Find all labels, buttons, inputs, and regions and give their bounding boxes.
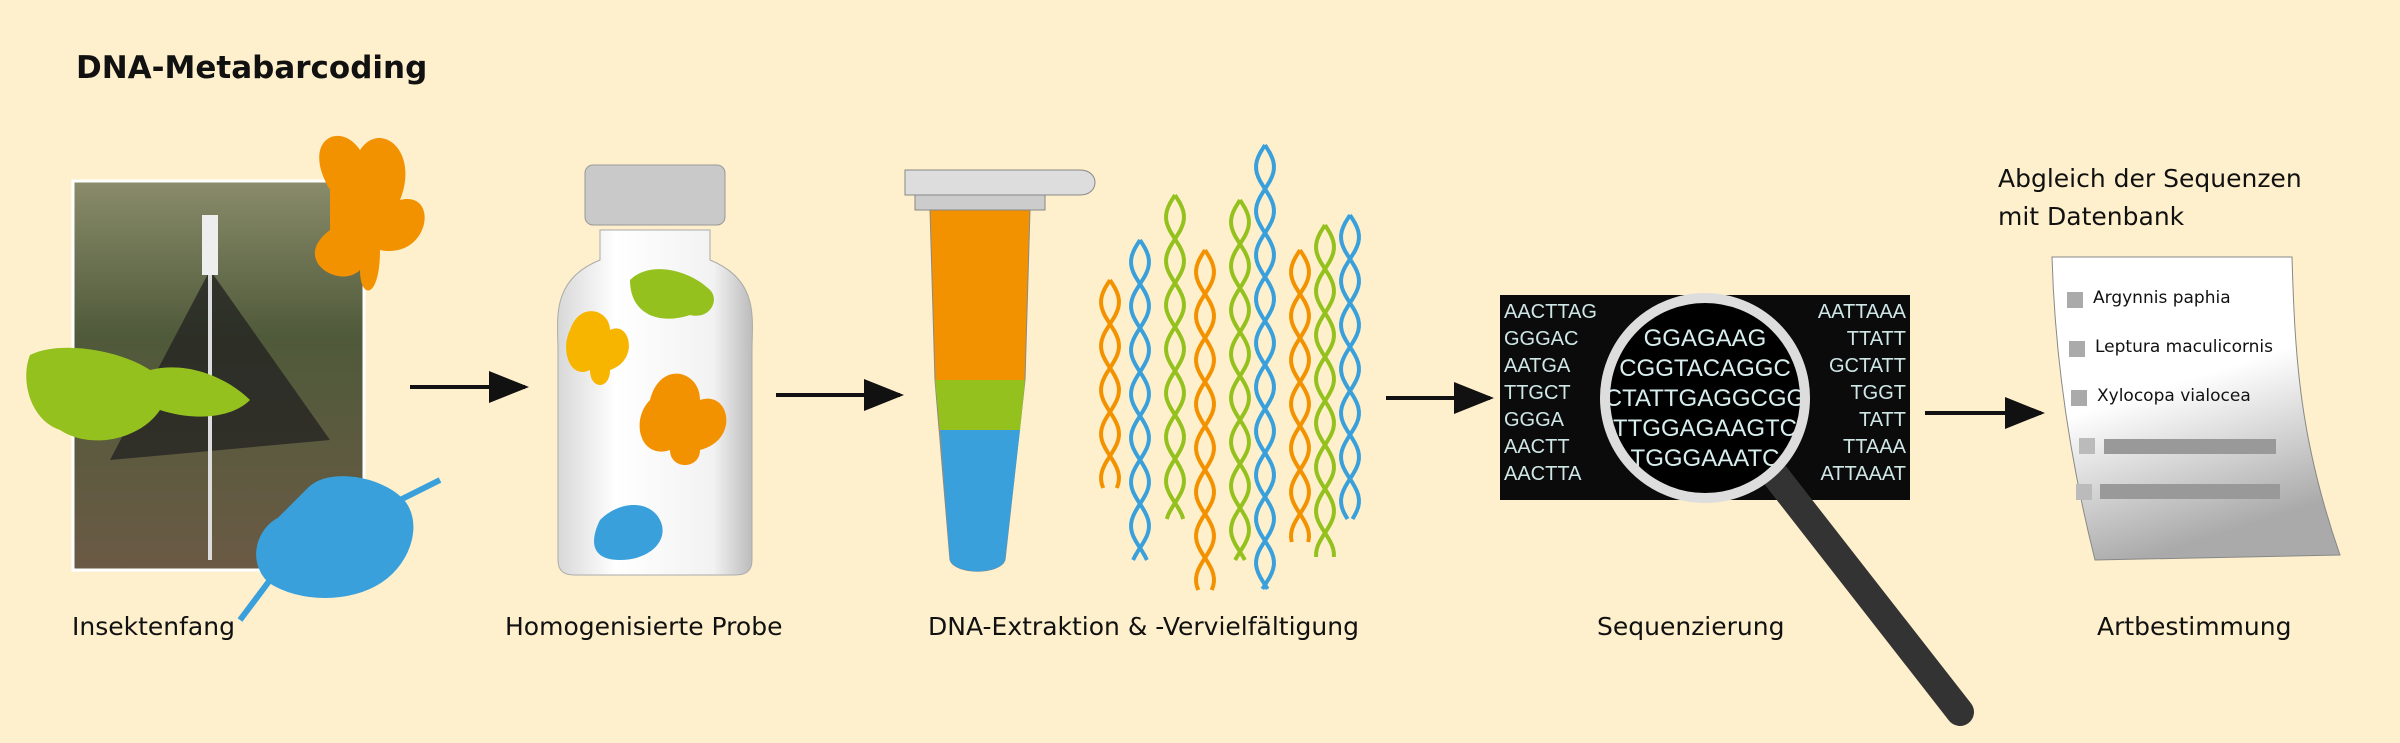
species-item-3: Xylocopa vialocea xyxy=(2097,386,2251,406)
sequence-line: AATGA xyxy=(1504,355,1571,377)
dna-helix-strand xyxy=(1289,248,1311,543)
species-item-2: Leptura maculicornis xyxy=(2095,337,2274,357)
sequence-line: CGGTACAGGC xyxy=(1619,355,1791,382)
dna-helix-strand xyxy=(1229,198,1251,561)
database-caption: Abgleich der Sequenzen mit Datenbank xyxy=(1998,164,2302,231)
dna-helix-strand xyxy=(1314,223,1336,557)
magnifier-handle xyxy=(1761,461,1974,726)
dna-helix-strand xyxy=(1289,248,1311,543)
sequence-line: AACTTA xyxy=(1504,463,1582,485)
sequence-line: ATTAAAT xyxy=(1820,463,1906,485)
step-label-homogenized-sample: Homogenisierte Probe xyxy=(505,612,783,641)
sequence-line: GCTATT xyxy=(1829,355,1906,377)
step-label-insect-capture: Insektenfang xyxy=(72,612,235,641)
sequence-line: AATTAAA xyxy=(1818,301,1907,323)
reaction-tube xyxy=(904,169,1096,572)
dna-helix-strand xyxy=(1099,278,1121,489)
sequence-line: CTATTGAGGCGG xyxy=(1605,385,1805,412)
dna-helix-strand xyxy=(1129,238,1151,561)
step-label-dna-extraction: DNA-Extraktion & -Vervielfältigung xyxy=(928,612,1359,641)
dna-helix-strand xyxy=(1194,248,1216,591)
dna-helix-strand xyxy=(1339,213,1361,520)
sequence-line: TTAAA xyxy=(1843,436,1907,458)
sequence-line: TTGGAGAAGTC xyxy=(1613,415,1797,442)
sequence-line: TGGT xyxy=(1850,382,1906,404)
diagram-title: DNA-Metabarcoding xyxy=(76,50,428,86)
magnifier-lens: GGAGAAG CGGTACAGGC CTATTGAGGCGG TTGGAGAAGTC… xyxy=(1600,293,1810,503)
dna-helix-strand xyxy=(1339,213,1361,520)
dna-helix-strand xyxy=(1254,143,1276,591)
sequence-line: GGGA xyxy=(1504,409,1565,431)
sample-bottle xyxy=(557,164,753,576)
dna-helix-strand xyxy=(1194,248,1216,591)
step-label-species-identification: Artbestimmung xyxy=(2097,612,2292,641)
species-item-1: Argynnis paphia xyxy=(2093,288,2231,308)
wasp-green-icon xyxy=(26,347,250,441)
sequence-line: TGGGAAATC xyxy=(1631,445,1780,472)
dna-helix-strand xyxy=(1314,223,1336,557)
sequence-line: TATT xyxy=(1859,409,1906,431)
result-document xyxy=(2051,256,2341,561)
sequence-line: TTATT xyxy=(1847,328,1906,350)
dna-helix-strand xyxy=(1129,238,1151,561)
dna-helix-strand xyxy=(1164,193,1186,520)
beetle-blue-icon xyxy=(237,476,442,622)
dna-helix-strand xyxy=(1099,278,1121,489)
dna-helix-strand xyxy=(1229,198,1251,561)
sequence-line: GGAGAAG xyxy=(1644,325,1767,352)
dna-helix-strand xyxy=(1254,143,1276,591)
sequence-line: GGGAC xyxy=(1504,328,1578,350)
sequence-line: AACTTAG xyxy=(1504,301,1597,323)
sequence-line: TTGCT xyxy=(1504,382,1571,404)
dna-helix-strand xyxy=(1164,193,1186,520)
dna-strands xyxy=(1099,143,1361,591)
sequence-line: AACTT xyxy=(1504,436,1570,458)
butterfly-orange-icon xyxy=(314,135,425,291)
step-label-sequencing: Sequenzierung xyxy=(1597,612,1785,641)
